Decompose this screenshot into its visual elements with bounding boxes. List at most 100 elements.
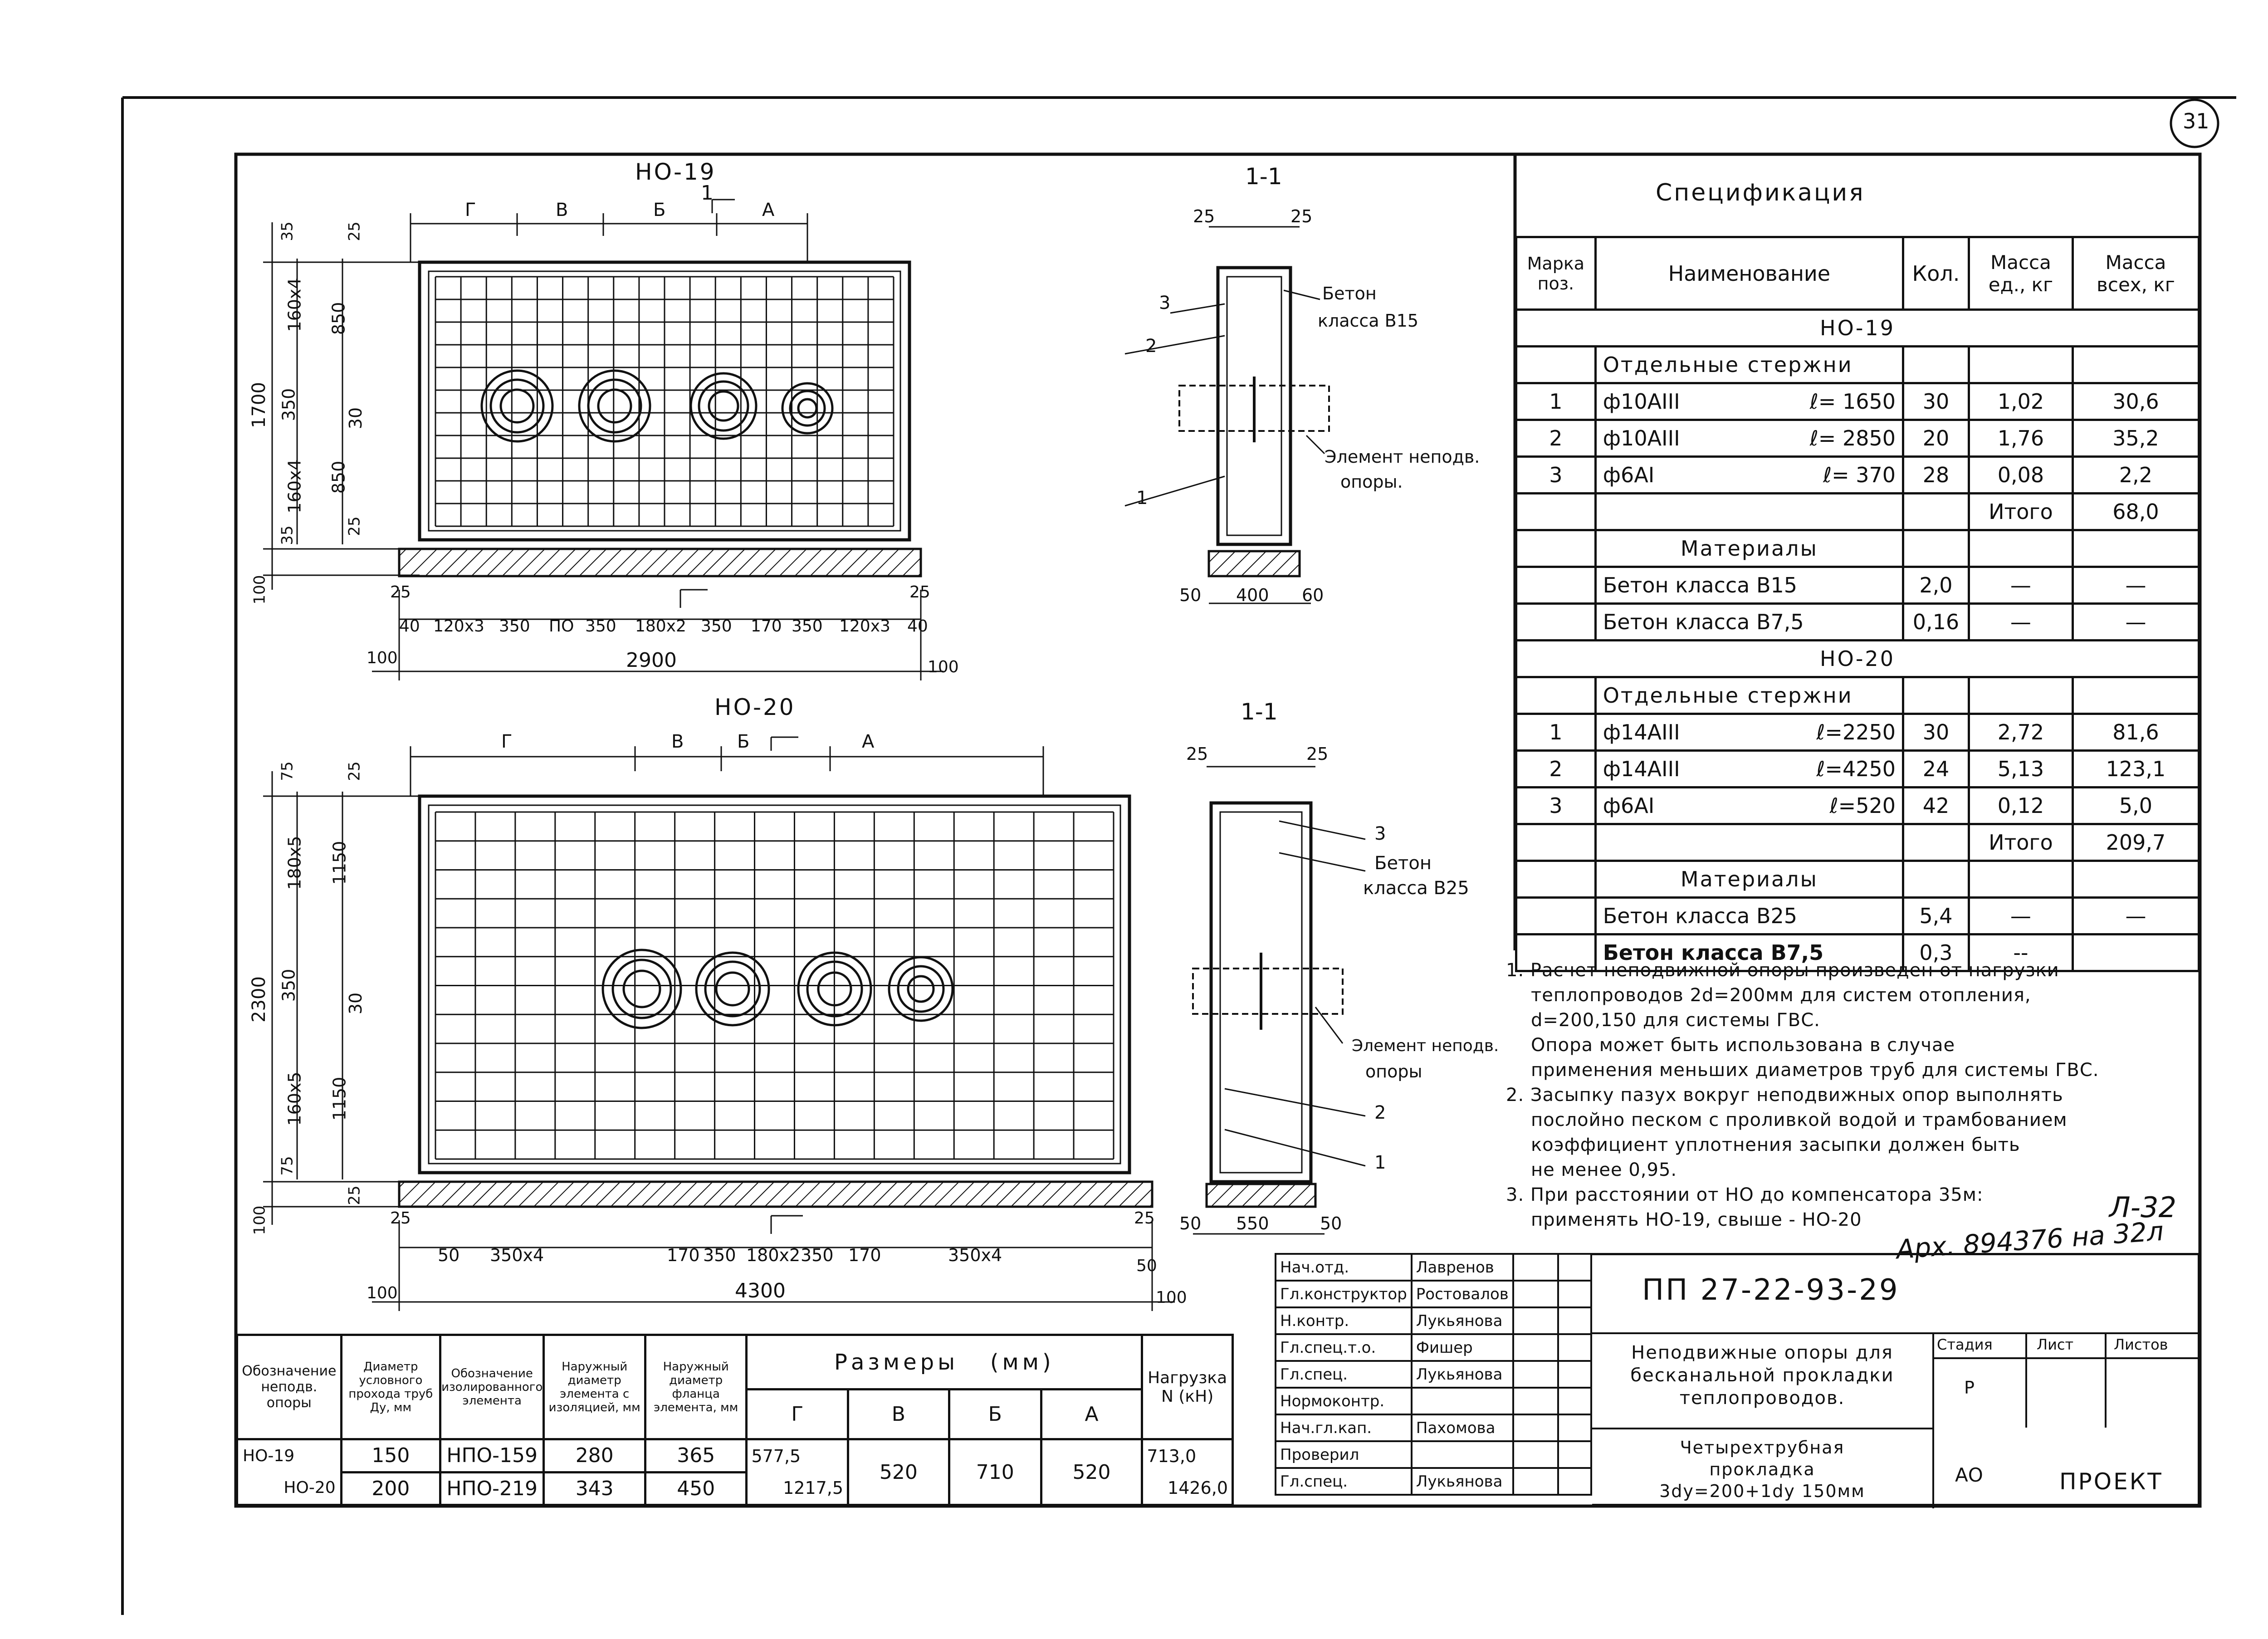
sec2-b550: 550 [1236,1213,1269,1233]
stamp-role: Гл.спец. [1275,1360,1413,1389]
bar-length: ℓ= 370 [1823,463,1896,487]
note-line: послойно песком с проливкой водой и трам… [1531,1110,2068,1130]
spec-h-mark: Марка поз. [1515,236,1597,311]
sec2-beton: Бетон [1374,853,1432,874]
stamp-name: Фишер [1410,1333,1514,1362]
no19-elevation [263,199,943,680]
dim-19-l160x4: 160х4 [284,278,305,332]
stamp-name: Лукьянова [1410,1360,1514,1389]
sec2-element2: опоры [1365,1062,1422,1081]
spec-cell: 3 [1515,455,1597,494]
sec1-25l: 25 [1193,206,1215,226]
section-11-label: 1-1 [1245,163,1282,190]
project-label: ПРОЕКТ [2059,1468,2163,1495]
dim-20-l75b: 75 [278,1156,297,1176]
dim-20-l25: 25 [345,761,364,781]
dims-h-load: Нагрузка N (кН) [1141,1334,1234,1440]
dim-20-l2300: 2300 [248,976,269,1023]
spec-cell: 20 [1902,419,1970,458]
sheet-label: Лист [2037,1336,2074,1353]
spec-cell: 5,0 [2071,786,2200,825]
stamp-name: Лукьянова [1410,1467,1514,1496]
spec-title: Спецификация [1656,179,1865,206]
sec2-25r: 25 [1306,744,1329,764]
spec-no19-sub1: Отдельные стержни [1594,345,1905,384]
sizes-unit: (мм) [990,1349,1055,1375]
stamp-role: Гл.спец. [1275,1467,1413,1496]
sec2-pos3: 3 [1374,823,1386,844]
dim-19-bpo: ПО [549,617,574,636]
spec-cell: 3 [1515,786,1597,825]
stage-divider [2025,1332,2027,1428]
dims-h-elem: Обозначение изолированного элемента [439,1334,545,1440]
sec2-b50b: 50 [1320,1213,1342,1233]
note-line: не менее 0,95. [1531,1160,1677,1180]
bar-grade: ф6АI [1603,793,1655,818]
dim-19-l850b: 850 [328,460,349,494]
note-line: d=200,150 для системы ГВС. [1531,1010,1820,1031]
dim-19-l25b: 25 [345,516,364,536]
dim-20-b25: 25 [390,1209,411,1228]
dim-19-l35: 35 [278,221,297,241]
dims-b: 710 [948,1438,1042,1506]
bar-grade: ф6АI [1603,463,1655,487]
g-no19: 577,5 [751,1446,801,1466]
dim-20-l75: 75 [278,761,297,781]
spec-cell-name: ф6АI ℓ= 370 [1594,455,1905,494]
dim-20-b100a: 100 [367,1284,398,1302]
sec2-b50: 50 [1179,1213,1202,1233]
dim-19-b170: 170 [751,617,782,636]
dim20-a: А [862,731,875,752]
sec2-pos2: 2 [1374,1102,1386,1123]
spec-no20-sub2: Материалы [1594,860,1905,899]
dims-cell: НПО-219 [439,1471,545,1506]
stamp-name [1410,1387,1514,1415]
sec1-b400: 400 [1236,585,1269,605]
no20-elevation [263,736,1175,1311]
spec-cell: 5,4 [1902,896,1970,935]
dims-cell: 280 [543,1438,646,1473]
dims-col-b: Б [948,1388,1042,1440]
dim-20-b25b: 25 [1134,1209,1155,1228]
stage-label: Стадия [1937,1336,1993,1353]
dims-col-v: В [847,1388,950,1440]
spec-cell: 2 [1515,749,1597,788]
bar-grade: ф14АIII [1603,720,1680,744]
note-line: теплопроводов 2d=200мм для систем отопле… [1531,985,2031,1006]
spec-mat: Бетон класса В7,5 [1594,933,1905,972]
bar-grade: ф10АIII [1603,389,1680,414]
spec-cell: 0,08 [1967,455,2074,494]
stamp-signature [1512,1414,1559,1442]
load-no20: 1426,0 [1168,1478,1228,1498]
dim-19-l1700: 1700 [248,382,269,428]
no19-base [398,548,922,577]
sheet-number-circle [2170,98,2219,148]
sec2-pos1: 1 [1374,1152,1386,1173]
spec-cell [2071,933,2200,972]
dims-h-dy: Диаметр условного прохода труб Ду, мм [340,1334,442,1440]
dim-20-b50: 50 [438,1245,460,1265]
no20-rebar-grid [435,811,1114,1160]
stamp-right: ПП 27-22-93-29 Неподвижные опоры для бес… [1592,1253,2200,1508]
spec-cell: 24 [1902,749,1970,788]
no19-pipes [480,369,834,443]
stage-value: Р [1964,1378,1975,1398]
spec-cell: 1,76 [1967,419,2074,458]
dims-v: 520 [847,1438,950,1506]
sizes-title: Размеры [834,1349,959,1375]
stamp-role: Гл.спец.т.о. [1275,1333,1413,1362]
sheets-label: Листов [2114,1336,2168,1353]
stamp-signature [1512,1280,1559,1308]
note-line: применения меньших диаметров труб для си… [1531,1060,2099,1081]
dim-19-b25: 25 [390,583,411,602]
sec1-pos1: 1 [1136,488,1148,509]
dims-a: 520 [1040,1438,1144,1506]
spec-cell: 2,0 [1902,566,1970,605]
